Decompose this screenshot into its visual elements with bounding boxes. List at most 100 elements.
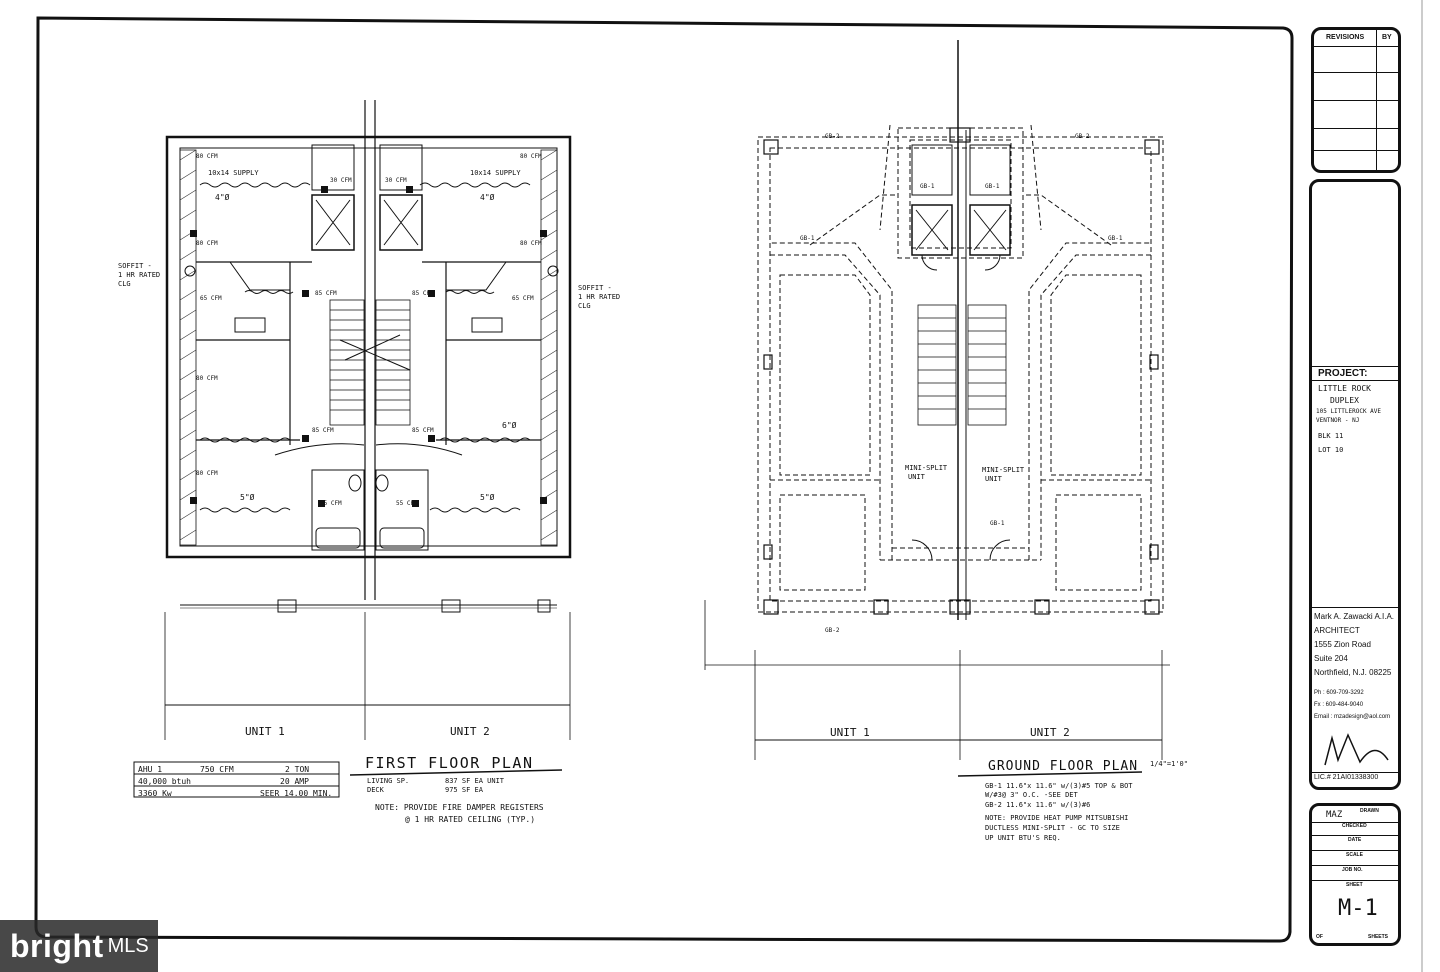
- ff-cfm-0: 80 CFM: [196, 153, 218, 160]
- architect-phone: Ph : 609-709-3292: [1314, 690, 1364, 696]
- ff-duct-4: 6"Ø: [502, 420, 517, 430]
- sheet-value: M-1: [1338, 896, 1378, 921]
- gf-plan-title: GROUND FLOOR PLAN: [988, 759, 1138, 774]
- date-label: DATE: [1348, 837, 1362, 843]
- architect-fax: Fx : 609-484-9040: [1314, 702, 1364, 708]
- architect-line-4: Northfield, N.J. 08225: [1314, 668, 1392, 677]
- first-floor-plan: [133, 100, 572, 798]
- ff-note-0: NOTE: PROVIDE FIRE DAMPER REGISTERS: [375, 803, 544, 812]
- ff-area-label-1: DECK: [367, 786, 385, 794]
- ground-floor-plan: [704, 40, 1170, 777]
- piers: [763, 127, 1160, 615]
- watermark-suffix: MLS: [107, 934, 149, 957]
- ff-equip-2-1: SEER 14.00 MIN.: [260, 789, 332, 798]
- checked-label: CHECKED: [1342, 823, 1367, 829]
- signature: [1324, 733, 1389, 766]
- gf-unit2-label: UNIT 2: [1030, 726, 1070, 739]
- architect-line-1: ARCHITECT: [1314, 626, 1360, 635]
- ff-cfm-3: 65 CFM: [200, 295, 222, 302]
- gf-unit1-label: UNIT 1: [830, 726, 870, 739]
- ff-unit2-label: UNIT 2: [450, 725, 490, 738]
- project-line-0: LITTLE ROCK: [1318, 384, 1371, 393]
- revisions-block: REVISIONS BY: [1311, 27, 1401, 173]
- ff-equip-0-0: AHU 1: [138, 765, 162, 774]
- ff-supply-left: 10x14 SUPPLY: [208, 169, 259, 177]
- ff-cfm-5: 85 CFM: [412, 290, 434, 297]
- ff-soffit-left-0: SOFFIT -: [118, 262, 152, 270]
- gf-gb-2: GB-1: [800, 235, 815, 242]
- ff-note-1: @ 1 HR RATED CEILING (TYP.): [405, 815, 535, 824]
- architect-line-3: Suite 204: [1314, 654, 1348, 663]
- project-block: PROJECT: LITTLE ROCK DUPLEX 105 LITTLERO…: [1309, 179, 1401, 790]
- ff-cfm-8: 85 CFM: [412, 427, 434, 434]
- gf-note-0: GB-1 11.6"x 11.6" w/(3)#5 TOP & BOT: [985, 782, 1133, 790]
- project-line-3: VENTNOR - NJ: [1316, 417, 1360, 424]
- sheets-label: SHEETS: [1368, 934, 1389, 940]
- ff-unit1-label: UNIT 1: [245, 725, 285, 738]
- ff-area-label-0: LIVING SP.: [367, 777, 409, 785]
- ff-equip-2-0: 3360 Kw: [138, 789, 172, 798]
- ff-soffit-right-0: SOFFIT -: [578, 284, 612, 292]
- ff-cfm-11: 80 CFM: [196, 470, 218, 477]
- gf-note-1: W/#3@ 3" O.C. -SEE DET: [985, 791, 1079, 799]
- supply-ducts: [199, 182, 531, 513]
- ff-equip-0-1: 750 CFM: [200, 765, 234, 774]
- ff-cfm-15: 80 CFM: [520, 153, 542, 160]
- ff-cfm-10: 55 CFM: [396, 500, 418, 507]
- scale-label: SCALE: [1346, 852, 1363, 858]
- ff-cfm-9: 55 CFM: [320, 500, 342, 507]
- project-line-4: BLK 11: [1318, 432, 1344, 440]
- drawn-label: DRAWN: [1360, 808, 1379, 814]
- ff-duct-0: 4"Ø: [215, 192, 230, 202]
- revisions-header: REVISIONS: [1326, 34, 1365, 41]
- architect-line-0: Mark A. Zawacki A.I.A.: [1314, 612, 1395, 621]
- ff-cfm-6: 80 CFM: [196, 375, 218, 382]
- ground-floor-labels: UNIT 1 UNIT 2 GROUND FLOOR PLAN 1/4"=1'0…: [800, 133, 1188, 842]
- ff-soffit-right-1: 1 HR RATED: [578, 293, 620, 301]
- ff-duct-2: 5"Ø: [240, 492, 255, 502]
- ff-equip-0-2: 2 TON: [285, 765, 309, 774]
- gf-stairs: [917, 304, 1007, 426]
- gf-note-3: NOTE: PROVIDE HEAT PUMP MITSUBISHI: [985, 814, 1128, 822]
- by-header: BY: [1382, 34, 1392, 41]
- ff-equip-1-0: 40,000 btuh: [138, 777, 191, 786]
- gf-gb-6: GB-2: [825, 627, 840, 634]
- ff-soffit-left-1: 1 HR RATED: [118, 271, 160, 279]
- ff-cfm-7: 85 CFM: [312, 427, 334, 434]
- project-line-1: DUPLEX: [1330, 396, 1359, 405]
- sheet-border: [34, 0, 1423, 972]
- gf-note-2: GB-2 11.6"x 11.6" w/(3)#6: [985, 801, 1090, 809]
- sheet-label: SHEET: [1346, 882, 1363, 888]
- ff-cfm-14: 80 CFM: [520, 240, 542, 247]
- ff-supply-right: 10x14 SUPPLY: [470, 169, 521, 177]
- watermark-brand: bright: [10, 927, 104, 964]
- job-label: JOB NO.: [1342, 867, 1363, 873]
- ff-soffit-right-2: CLG: [578, 302, 591, 310]
- gf-gb-4: GB-1: [920, 183, 935, 190]
- gf-scale: 1/4"=1'0": [1150, 760, 1188, 768]
- ff-soffit-left-2: CLG: [118, 280, 131, 288]
- hatched-walls: [179, 149, 558, 546]
- gf-gb-5: GB-1: [985, 183, 1000, 190]
- gf-minisplit-left-1: UNIT: [908, 473, 926, 481]
- gf-note-5: UP UNIT BTU'S REQ.: [985, 834, 1061, 842]
- gf-gb-1: GB-2: [1075, 133, 1090, 140]
- ff-cfm-1: 30 CFM: [330, 177, 352, 184]
- architect-email: Email : mzadesign@aol.com: [1314, 714, 1391, 720]
- ff-cfm-12: 65 CFM: [512, 295, 534, 302]
- ff-duct-1: 4"Ø: [480, 192, 495, 202]
- ff-cfm-4: 85 CFM: [315, 290, 337, 297]
- architect-line-2: 1555 Zion Road: [1314, 640, 1371, 649]
- sheet-info-block: DRAWN MAZ CHECKED DATE SCALE JOB NO. SHE…: [1309, 803, 1401, 946]
- equipment-table: [133, 761, 340, 798]
- ff-cfm-13: 30 CFM: [385, 177, 407, 184]
- drawn-value: MAZ: [1326, 810, 1343, 820]
- project-line-5: LOT 10: [1318, 446, 1344, 454]
- gf-gb-7: GB-1: [990, 520, 1005, 527]
- ff-plan-title: FIRST FLOOR PLAN: [365, 754, 534, 772]
- ff-area-value-0: 837 SF EA UNIT: [445, 777, 505, 785]
- of-label: OF: [1316, 934, 1323, 940]
- license-number: LIC.# 21AI01338300: [1314, 774, 1379, 781]
- gf-minisplit-left-0: MINI-SPLIT: [905, 464, 948, 472]
